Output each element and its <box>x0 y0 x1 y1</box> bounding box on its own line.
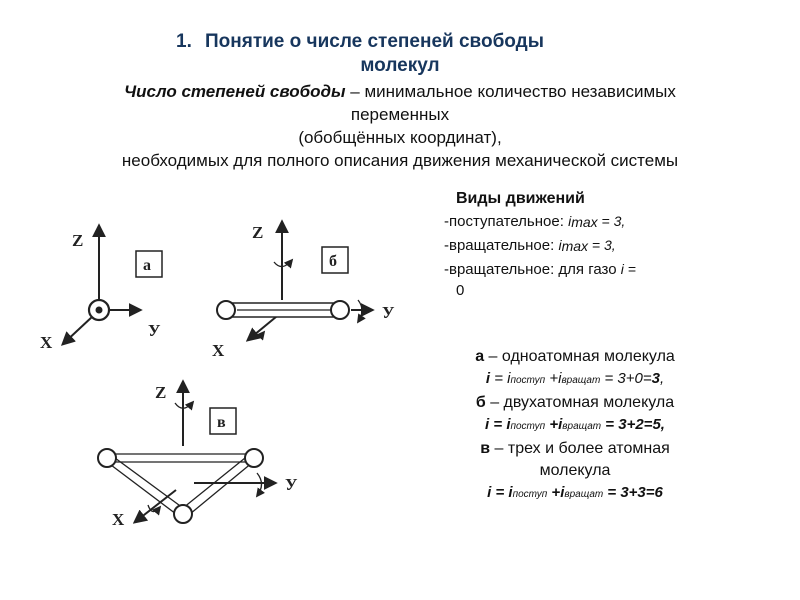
x-axis-a <box>60 315 94 346</box>
title-number: 1. <box>176 31 192 52</box>
rotation-arrow-z-b <box>273 258 294 269</box>
motion-types-block: Виды движений -поступательное: imax = 3,… <box>444 188 704 301</box>
y-label-b: У <box>382 303 395 322</box>
definition-block: Число степеней свободы – минимальное кол… <box>0 80 800 172</box>
x-label-v: X <box>112 510 125 529</box>
title-line-2: молекул <box>360 55 440 76</box>
rotation-arrow-y-v <box>255 472 266 498</box>
rotation-arrow-z-v <box>174 400 195 411</box>
label-box-v <box>209 407 237 435</box>
molecule-v-formula: i = iпоступ +iвращат = 3+3=6 <box>487 484 663 501</box>
motion-types-heading: Виды движений <box>456 190 585 207</box>
molecules-block: а – одноатомная молекула i = iпоступ +iв… <box>425 346 725 506</box>
diagram-v: Z У X в <box>97 379 298 529</box>
molecule-a-title: а – одноатомная молекула <box>475 348 675 365</box>
rotation-arrow-x-b <box>251 329 266 341</box>
rotation-arrow-x-v <box>147 504 162 516</box>
diagram-b: Z У X б <box>212 219 395 360</box>
definition-line-1: Число степеней свободы – минимальное кол… <box>0 80 800 103</box>
label-v: в <box>217 414 226 431</box>
molecule-v-title: в – трех и более атомная <box>480 440 670 457</box>
motion-type-item: -поступательное: imax = 3, <box>444 213 626 230</box>
label-b: б <box>329 253 337 270</box>
definition-line-3: (обобщённых координат), <box>298 128 502 147</box>
y-label-a: У <box>148 321 161 340</box>
motion-type-item: -вращательное: для газо i = <box>444 261 636 278</box>
definition-line-2: переменных <box>350 105 450 124</box>
x-axis-v <box>132 489 177 524</box>
atom-v-left <box>97 448 117 468</box>
molecule-v-title-2: молекула <box>539 462 611 479</box>
title-line-1: Понятие о числе степеней свободы <box>205 31 544 52</box>
z-label-v: Z <box>155 383 166 402</box>
z-label-b: Z <box>252 223 263 242</box>
molecule-b-title: б – двухатомная молекула <box>475 394 675 411</box>
definition-term: Число степеней свободы <box>124 82 346 101</box>
y-label-v: У <box>285 475 298 494</box>
bond-v-left-2 <box>114 457 184 509</box>
definition-line-4: необходимых для полного описания движени… <box>121 151 679 170</box>
atom-v-bottom <box>173 504 193 524</box>
bond-v-left-1 <box>106 461 177 515</box>
definition-line-1-rest: – минимальное количество независимых <box>345 82 676 101</box>
molecule-a-formula: i = iпоступ +iвращат = 3+0=3, <box>485 370 665 387</box>
atom-b-left <box>216 300 236 320</box>
bond-v-right-1 <box>189 461 254 515</box>
motion-type-item: -вращательное: imax = 3, <box>444 237 616 254</box>
label-box-a <box>135 250 163 278</box>
atom-b-right <box>330 300 350 320</box>
atom-v-right <box>244 448 264 468</box>
x-label-b: X <box>212 341 225 360</box>
molecule-b-formula: i = iпоступ +iвращат = 3+2=5, <box>485 416 665 433</box>
label-a: а <box>143 257 151 274</box>
motion-type-item: 0 <box>456 282 465 299</box>
rotation-arrow-y-b <box>356 299 366 324</box>
diagram-a: Z У X а <box>40 223 163 352</box>
x-label-a: X <box>40 333 53 352</box>
z-label-a: Z <box>72 231 83 250</box>
label-box-b <box>321 246 349 274</box>
